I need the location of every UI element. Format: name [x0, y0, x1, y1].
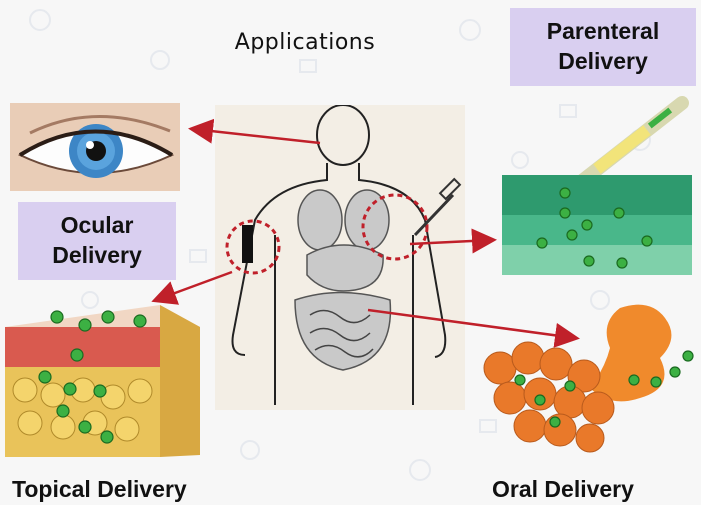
parenteral-delivery-badge: Parenteral Delivery	[510, 8, 696, 86]
parenteral-badge-line-2: Delivery	[510, 46, 696, 76]
page-title: Applications	[190, 30, 420, 55]
oral-delivery-caption: Oral Delivery	[492, 476, 634, 503]
topical-skin-illustration	[5, 305, 200, 465]
human-body-illustration	[215, 105, 465, 410]
parenteral-tissue-illustration	[497, 95, 697, 280]
ocular-badge-line-2: Delivery	[18, 240, 176, 270]
parenteral-badge-line-1: Parenteral	[510, 16, 696, 46]
ocular-delivery-badge: Ocular Delivery	[18, 202, 176, 280]
topical-delivery-caption: Topical Delivery	[12, 476, 187, 503]
patch-marker	[242, 225, 253, 263]
eye-illustration	[10, 103, 180, 191]
oral-gut-illustration	[480, 298, 698, 458]
ocular-badge-line-1: Ocular	[18, 210, 176, 240]
